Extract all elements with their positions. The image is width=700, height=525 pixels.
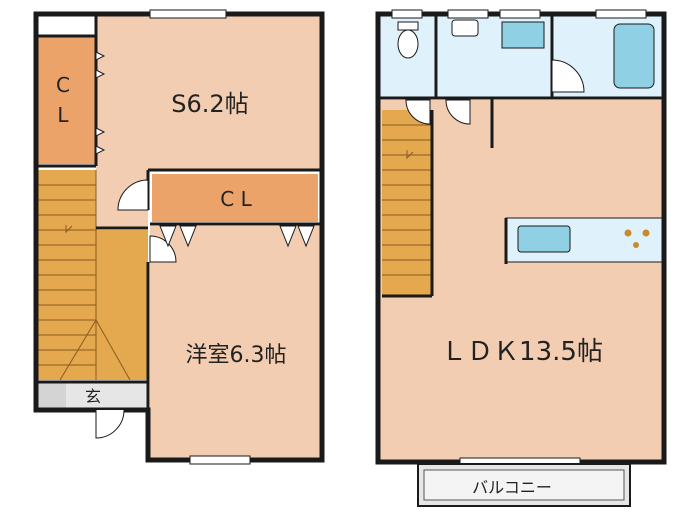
stair-arrow-left <box>65 225 73 234</box>
doors-left <box>95 51 315 439</box>
balcony-label: バルコニー <box>472 478 552 497</box>
closet-left-label-2: L <box>57 103 69 127</box>
stove-icon <box>624 229 650 248</box>
western-room <box>150 226 320 458</box>
staircase-left-b <box>96 230 148 380</box>
closet-mid-label: C L <box>220 187 252 211</box>
closet-left <box>38 36 96 164</box>
staircase-right <box>382 110 432 296</box>
washbasin-icon <box>451 19 479 37</box>
windows-left <box>149 9 251 465</box>
closet-mid <box>152 174 318 222</box>
toilet-icon <box>397 29 419 59</box>
entrance-label: 玄 <box>85 387 101 406</box>
balcony-rail <box>423 469 625 501</box>
fixtures-right <box>397 19 655 89</box>
bathtub-icon <box>613 23 655 89</box>
storage-room-label: S6.2帖 <box>171 90 248 118</box>
stair-arrow-right <box>406 150 414 160</box>
closet-top-small <box>38 16 96 36</box>
inner-walls-right <box>378 14 664 298</box>
kitchen-sink-icon <box>517 225 571 253</box>
closet-left-label-1: C <box>56 73 70 97</box>
western-room-label: 洋室6.3帖 <box>186 343 287 368</box>
entrance-step <box>38 382 66 410</box>
inner-walls-left <box>36 14 322 410</box>
doors-right <box>405 59 585 125</box>
stair-treads-left <box>38 170 131 381</box>
storage-room <box>96 16 320 170</box>
walls-left <box>33 11 325 463</box>
ldk-label: ＬＤＫ13.5帖 <box>441 337 603 367</box>
